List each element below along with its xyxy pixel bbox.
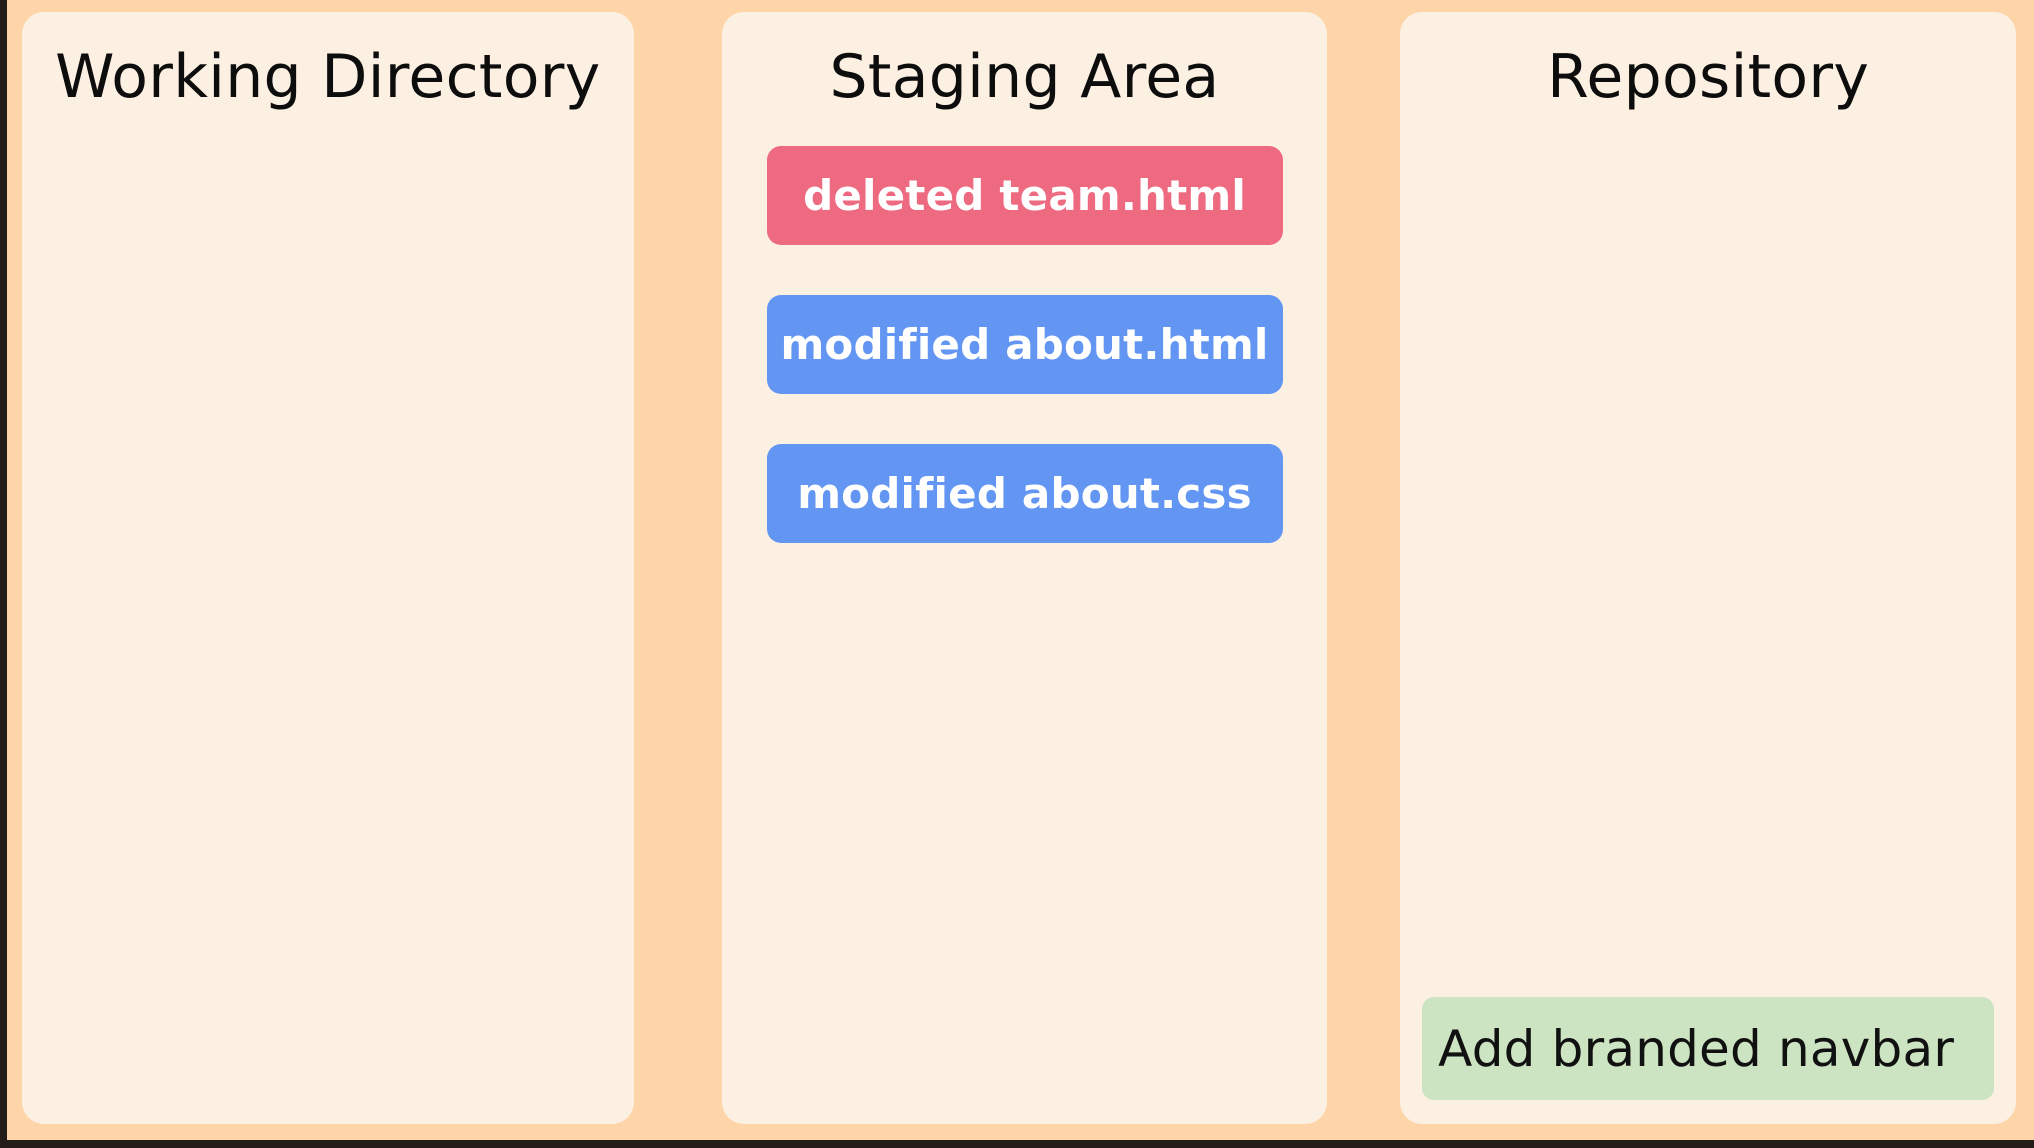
file-stack-staging-area: deleted team.html modified about.html mo… [722,146,1328,593]
column-title-working-directory: Working Directory [55,42,601,112]
file-card-modified-about-html[interactable]: modified about.html [766,295,1283,394]
column-staging-area[interactable]: Staging Area deleted team.html modified … [721,12,1328,1124]
file-card-modified-about-css[interactable]: modified about.css [766,444,1283,543]
git-workflow-stage: Working Directory Staging Area deleted t… [7,0,2034,1140]
column-working-directory[interactable]: Working Directory [22,12,634,1124]
commit-card-add-branded-navbar[interactable]: Add branded navbar [1422,997,1995,1100]
column-repository[interactable]: Repository Add branded navbar [1400,12,2016,1124]
file-card-deleted-team-html[interactable]: deleted team.html [766,146,1283,245]
commit-stack-repository: Add branded navbar [1400,997,2016,1100]
column-title-repository: Repository [1547,42,1870,112]
column-title-staging-area: Staging Area [829,42,1220,112]
